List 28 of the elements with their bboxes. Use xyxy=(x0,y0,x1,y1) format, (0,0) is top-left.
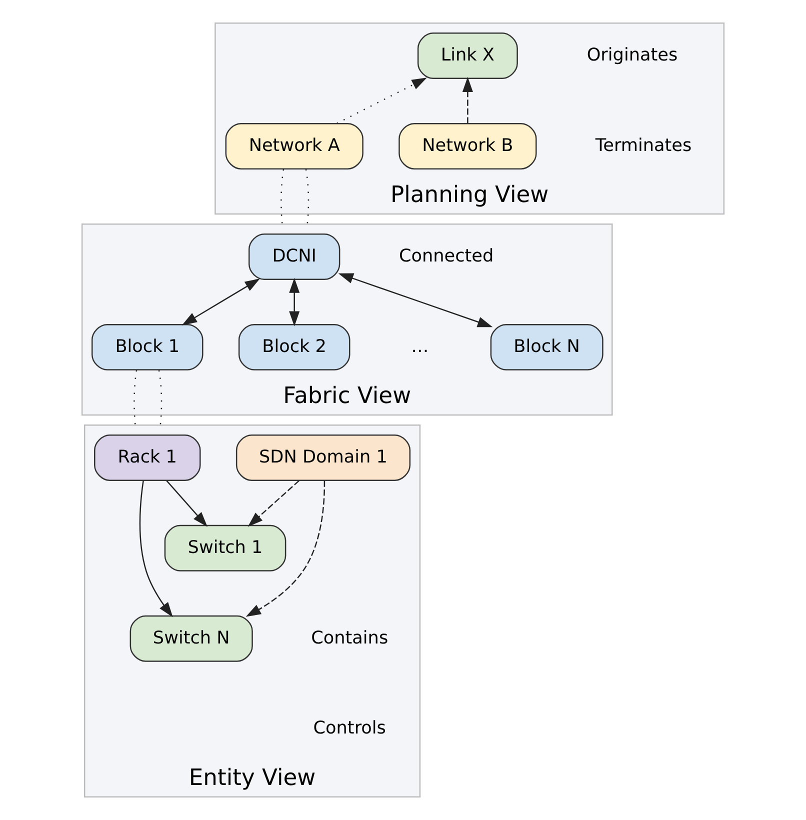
node-box: SDN Domain 1 xyxy=(236,434,411,481)
arrow xyxy=(182,278,260,326)
arrow xyxy=(289,278,300,326)
legend-label: Originates xyxy=(586,45,678,66)
arrow xyxy=(139,480,173,618)
arrow xyxy=(336,78,427,124)
label: … xyxy=(411,336,429,357)
node-box: Network A xyxy=(225,122,364,170)
node-box: Block N xyxy=(490,324,604,370)
legend-label: Contains xyxy=(311,628,388,648)
node-box: Switch N xyxy=(130,615,253,662)
connector xyxy=(305,169,310,224)
arrow xyxy=(166,480,208,527)
legend-label: Terminates xyxy=(595,136,692,156)
node-box: Link X xyxy=(417,32,518,80)
node-box: Network B xyxy=(398,122,537,170)
arrow xyxy=(462,76,473,124)
node-box: DCNI xyxy=(248,234,340,280)
node-box: Block 2 xyxy=(238,324,350,370)
legend-label: Connected xyxy=(399,246,494,266)
arrow xyxy=(338,273,493,328)
arrow xyxy=(246,480,326,617)
node-box: Rack 1 xyxy=(94,434,201,481)
connector xyxy=(158,370,162,426)
node-box: Block 1 xyxy=(92,324,204,370)
node-box: Switch 1 xyxy=(164,524,286,572)
legend-label: Controls xyxy=(313,718,386,739)
arrow xyxy=(248,480,300,527)
